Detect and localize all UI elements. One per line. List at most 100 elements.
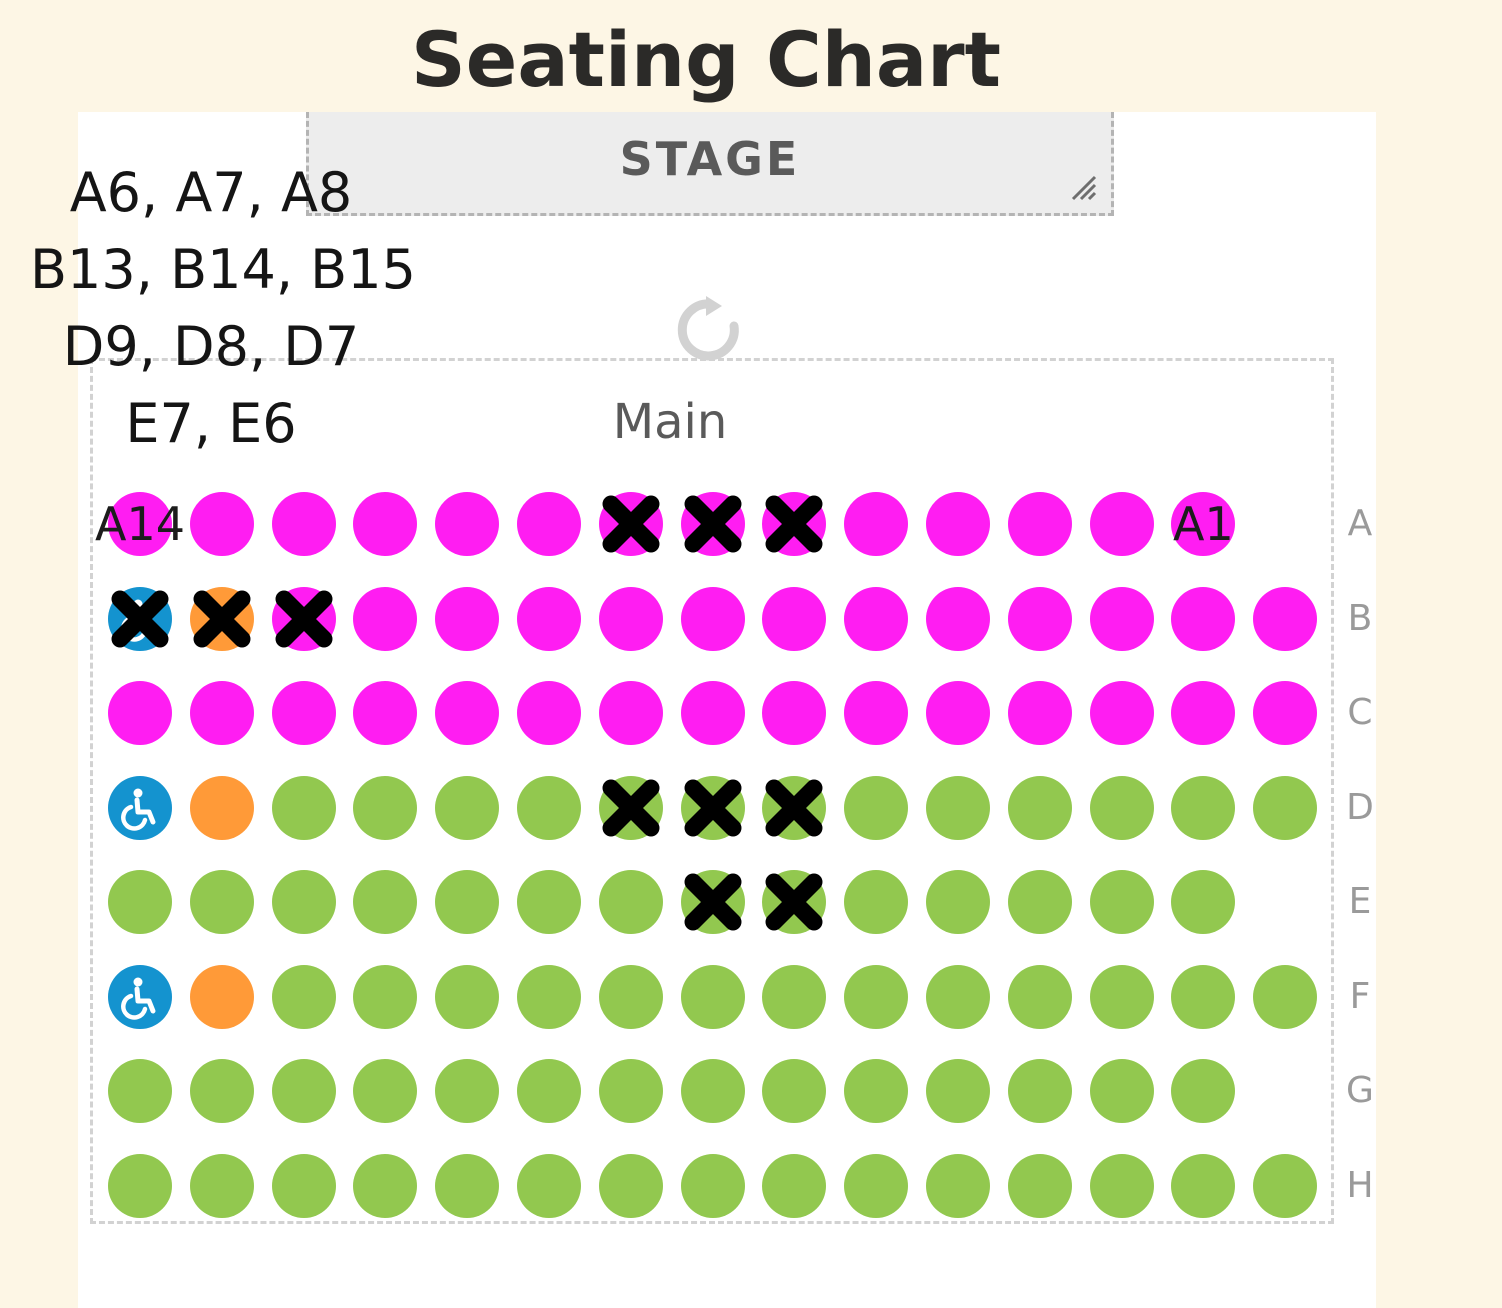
seat-f-12[interactable] — [1007, 964, 1072, 1029]
seat-h-13[interactable] — [1089, 1153, 1154, 1218]
seat-c-3[interactable] — [271, 681, 336, 745]
seat-g-1[interactable] — [108, 1059, 172, 1123]
seat-g-8[interactable] — [680, 1059, 745, 1123]
seat-h-3[interactable] — [271, 1153, 336, 1218]
seat-h-7[interactable] — [598, 1153, 663, 1218]
seat-b-6[interactable] — [517, 586, 581, 651]
seat-a-4[interactable] — [353, 492, 418, 556]
seat-a-2[interactable] — [189, 492, 254, 556]
seat-f-8[interactable] — [680, 964, 745, 1029]
seat-f-5[interactable] — [435, 964, 500, 1029]
seat-c-7[interactable] — [598, 681, 663, 745]
seat-d-14[interactable] — [1171, 775, 1236, 840]
seat-d-1[interactable] — [108, 775, 172, 840]
seat-a-1[interactable] — [108, 492, 172, 556]
seat-d-8[interactable] — [680, 775, 745, 840]
seat-b-1[interactable] — [108, 586, 172, 651]
seat-a-13[interactable] — [1089, 492, 1154, 556]
seat-b-2[interactable] — [189, 586, 254, 651]
seat-c-1[interactable] — [108, 681, 172, 745]
seat-e-11[interactable] — [926, 870, 990, 934]
seat-b-5[interactable] — [435, 586, 500, 651]
seat-f-14[interactable] — [1171, 964, 1236, 1029]
seat-a-12[interactable] — [1007, 492, 1072, 556]
seat-f-6[interactable] — [517, 964, 581, 1029]
seat-h-4[interactable] — [353, 1153, 418, 1218]
seat-c-2[interactable] — [189, 681, 254, 745]
seat-g-9[interactable] — [762, 1059, 827, 1123]
seat-c-6[interactable] — [517, 681, 581, 745]
seat-c-5[interactable] — [435, 681, 500, 745]
seat-d-11[interactable] — [926, 775, 990, 840]
seat-f-2[interactable] — [189, 964, 254, 1029]
seat-b-13[interactable] — [1089, 586, 1154, 651]
seat-h-8[interactable] — [680, 1153, 745, 1218]
seat-e-7[interactable] — [598, 870, 663, 934]
seat-a-3[interactable] — [271, 492, 336, 556]
seat-b-15[interactable] — [1253, 586, 1318, 651]
seat-h-10[interactable] — [844, 1153, 909, 1218]
seat-h-15[interactable] — [1253, 1153, 1318, 1218]
seat-g-14[interactable] — [1171, 1059, 1236, 1123]
seat-g-7[interactable] — [598, 1059, 663, 1123]
seat-c-11[interactable] — [926, 681, 990, 745]
seat-e-1[interactable] — [108, 870, 172, 934]
seat-d-3[interactable] — [271, 775, 336, 840]
seat-f-13[interactable] — [1089, 964, 1154, 1029]
seat-h-12[interactable] — [1007, 1153, 1072, 1218]
seat-e-12[interactable] — [1007, 870, 1072, 934]
rotate-icon[interactable] — [676, 296, 744, 364]
seat-f-9[interactable] — [762, 964, 827, 1029]
seat-a-7[interactable] — [598, 492, 663, 556]
resize-handle-icon[interactable] — [1069, 173, 1097, 201]
seat-h-14[interactable] — [1171, 1153, 1236, 1218]
seat-g-11[interactable] — [926, 1059, 990, 1123]
seat-e-5[interactable] — [435, 870, 500, 934]
seat-g-12[interactable] — [1007, 1059, 1072, 1123]
seat-b-11[interactable] — [926, 586, 990, 651]
seat-b-9[interactable] — [762, 586, 827, 651]
seat-f-1[interactable] — [108, 964, 172, 1029]
seat-a-6[interactable] — [517, 492, 581, 556]
seat-h-5[interactable] — [435, 1153, 500, 1218]
seat-h-6[interactable] — [517, 1153, 581, 1218]
seat-d-5[interactable] — [435, 775, 500, 840]
seat-b-7[interactable] — [598, 586, 663, 651]
seat-b-12[interactable] — [1007, 586, 1072, 651]
seat-a-5[interactable] — [435, 492, 500, 556]
seat-d-6[interactable] — [517, 775, 581, 840]
seat-d-2[interactable] — [189, 775, 254, 840]
seat-e-13[interactable] — [1089, 870, 1154, 934]
seat-h-9[interactable] — [762, 1153, 827, 1218]
seat-g-3[interactable] — [271, 1059, 336, 1123]
seat-c-12[interactable] — [1007, 681, 1072, 745]
seat-b-14[interactable] — [1171, 586, 1236, 651]
seat-d-9[interactable] — [762, 775, 827, 840]
seat-d-4[interactable] — [353, 775, 418, 840]
seat-e-6[interactable] — [517, 870, 581, 934]
seat-g-10[interactable] — [844, 1059, 909, 1123]
seat-b-4[interactable] — [353, 586, 418, 651]
seat-g-13[interactable] — [1089, 1059, 1154, 1123]
seat-c-14[interactable] — [1171, 681, 1236, 745]
seat-a-10[interactable] — [844, 492, 909, 556]
seat-c-4[interactable] — [353, 681, 418, 745]
seat-c-10[interactable] — [844, 681, 909, 745]
seat-e-8[interactable] — [680, 870, 745, 934]
seat-g-2[interactable] — [189, 1059, 254, 1123]
seat-a-8[interactable] — [680, 492, 745, 556]
seat-b-8[interactable] — [680, 586, 745, 651]
seat-h-1[interactable] — [108, 1153, 172, 1218]
seat-f-4[interactable] — [353, 964, 418, 1029]
seat-a-14[interactable] — [1171, 492, 1236, 556]
seat-g-5[interactable] — [435, 1059, 500, 1123]
seat-f-11[interactable] — [926, 964, 990, 1029]
seat-f-7[interactable] — [598, 964, 663, 1029]
seat-d-13[interactable] — [1089, 775, 1154, 840]
seat-d-7[interactable] — [598, 775, 663, 840]
seat-a-9[interactable] — [762, 492, 827, 556]
seat-e-14[interactable] — [1171, 870, 1236, 934]
seat-d-10[interactable] — [844, 775, 909, 840]
seat-f-15[interactable] — [1253, 964, 1318, 1029]
seat-g-6[interactable] — [517, 1059, 581, 1123]
